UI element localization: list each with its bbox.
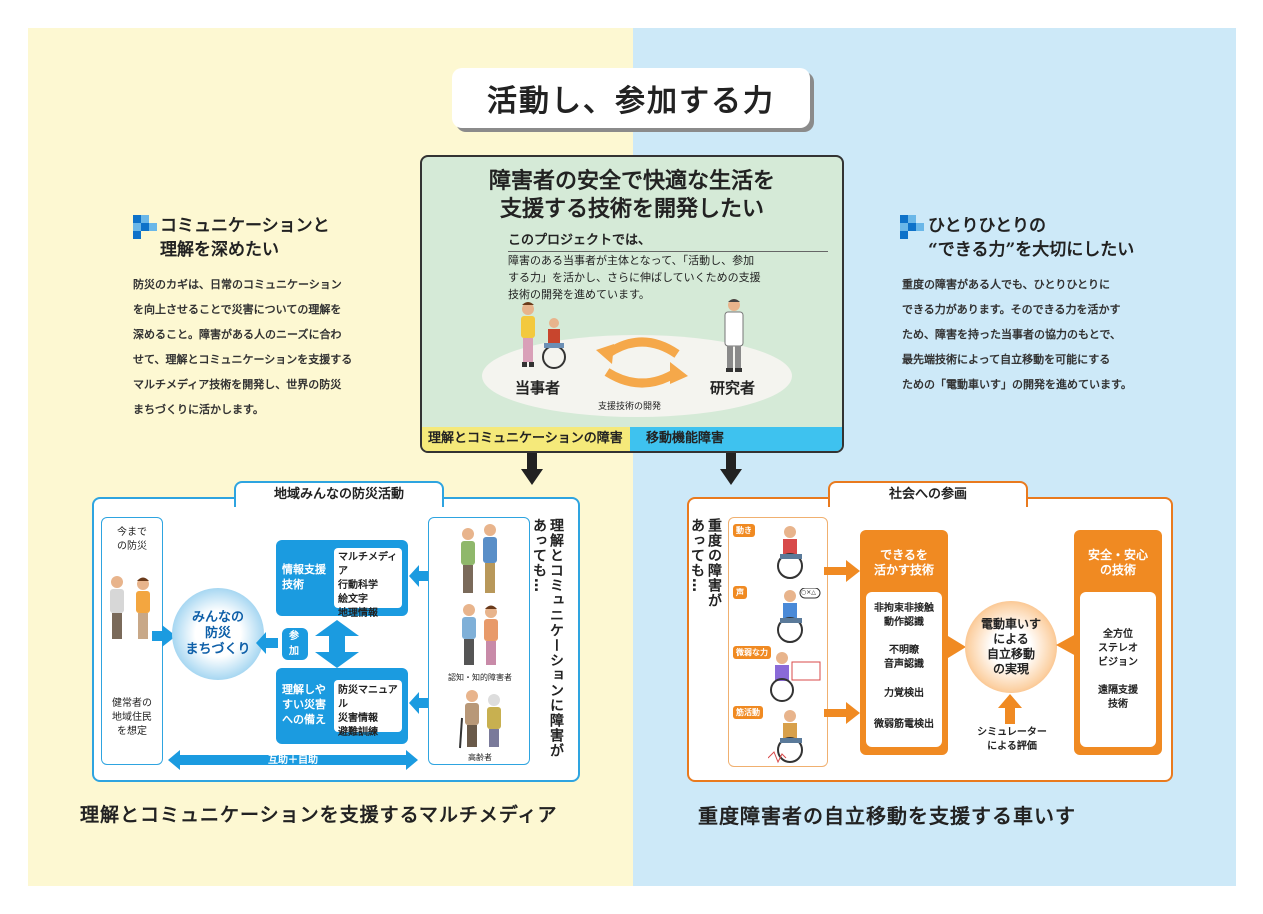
researcher-illustration <box>724 299 744 372</box>
center-panel: 障害者の安全で快適な生活を 支援する技術を開発したい このプロジェクトでは、 障… <box>420 155 844 453</box>
disability-column <box>428 517 530 765</box>
tag-voice: 声 <box>733 586 747 599</box>
page-title: 活動し、参加する力 <box>452 68 810 128</box>
tech-item: 遠隔支援 技術 <box>1098 685 1138 710</box>
arrow-right-icon <box>824 702 860 724</box>
arrow-left-icon <box>1056 634 1076 656</box>
stakeholder-label: 当事者 <box>515 379 561 397</box>
enabling-tech-list: 非拘束非接触 動作認識 不明瞭 音声認識 力覚検出 微弱筋電検出 <box>866 592 942 747</box>
center-title: 障害者の安全で快適な生活を 支援する技術を開発したい <box>488 168 775 222</box>
wheelchair-user-icon <box>770 652 821 702</box>
preparedness-items: 防災マニュアル 災害情報 避難訓練 <box>334 680 402 738</box>
vertical-severe: 重度の障害があっても… <box>689 518 722 608</box>
right-text: 重度の障害がある人でも、ひとりひとりに できる力があります。そのできる力を活かす… <box>902 278 1132 391</box>
vertical-communication: 理解とコミュニケーションに障害があっても… <box>531 518 564 758</box>
researcher-label: 研究者 <box>710 379 756 397</box>
participation-tab: 社会への参画 <box>828 481 1028 507</box>
join-label: 参 加 <box>289 631 299 657</box>
arrow-up-icon <box>998 694 1022 724</box>
center-description: 障害のある当事者が主体となって、「活動し、参加 する力」を活かし、さらに伸ばして… <box>508 254 761 301</box>
safety-tech-box: 安全・安心 の技術 全方位 ステレオ ビジョン 遠隔支援 技術 <box>1074 530 1162 755</box>
arrow-right-icon <box>824 560 860 582</box>
cycle-arrows-icon <box>596 337 688 388</box>
simulator-label: シミュレーター による評価 <box>977 727 1047 752</box>
tag-movement: 動き <box>733 524 755 537</box>
past-label: 今まで の防災 <box>117 527 147 552</box>
info-support-box: 情報支援 技術 マルチメディア 行動科学 絵文字 地理情報 <box>276 540 408 619</box>
residents-label: 健常者の 地域住民 を想定 <box>112 698 152 737</box>
wheelchair-user-icon <box>777 588 821 643</box>
development-label: 支援技術の開発 <box>598 402 662 412</box>
preparedness-label: 理解しや すい災害 への備え <box>282 683 326 726</box>
tech-item: 不明瞭 音声認識 <box>884 645 924 670</box>
arrow-down-icon <box>720 453 742 485</box>
caption-multimedia: 理解とコミュニケーションを支援するマルチメディア <box>80 804 558 826</box>
info-support-items: マルチメディア 行動科学 絵文字 地理情報 <box>334 548 402 619</box>
stakeholder-illustration <box>521 302 566 369</box>
tag-weak-force: 微弱な力 <box>733 646 771 659</box>
arrow-down-icon <box>521 453 543 485</box>
community-circle: みんなの 防災 まちづくり <box>172 588 264 680</box>
bullet-icon <box>133 215 157 239</box>
wheelchair-user-icon <box>777 526 803 579</box>
caption-wheelchair: 重度障害者の自立移動を支援する車いす <box>698 804 1076 828</box>
cognitive-label: 認知・知的障害者 <box>448 673 512 682</box>
multimedia-tab: 地域みんなの防災活動 <box>234 481 444 507</box>
preparedness-box: 理解しや すい災害 への備え 防災マニュアル 災害情報 避難訓練 <box>276 668 408 744</box>
residents-illustration <box>110 576 150 639</box>
tech-item: 非拘束非接触 動作認識 <box>874 603 934 628</box>
info-support-label: 情報支援 技術 <box>282 563 326 591</box>
double-arrow-icon <box>315 620 359 668</box>
arrow-right-icon <box>948 636 966 658</box>
tech-item: 力覚検出 <box>884 688 924 699</box>
ability-column <box>728 517 828 767</box>
center-subtitle: このプロジェクトでは、 <box>508 229 828 252</box>
elderly-illustration <box>459 690 501 749</box>
strip-communication: 理解とコミュニケーションの障害 <box>422 427 634 451</box>
mutual-label: 互助＋自助 <box>268 755 318 766</box>
enabling-tech-label: できるを 活かす技術 <box>873 548 934 577</box>
tech-item: 全方位 ステレオ ビジョン <box>1098 629 1138 668</box>
left-text: 防災のカギは、日常のコミュニケーション を向上させることで災害についての理解を … <box>133 278 353 416</box>
person-illustration <box>461 524 497 593</box>
arrow-right-icon <box>152 625 176 647</box>
bullet-icon <box>900 215 924 239</box>
strip-mobility: 移動機能障害 <box>630 427 842 451</box>
arrow-left-icon <box>409 565 431 587</box>
safety-tech-label: 安全・安心 の技術 <box>1087 548 1148 577</box>
right-heading: ひとりひとりの “できる力”を大切にしたい <box>928 216 1135 260</box>
tag-muscle: 筋活動 <box>733 706 763 719</box>
wheelchair-user-icon <box>768 710 803 764</box>
mutual-arrow-icon <box>168 750 418 770</box>
voice-bubble: ○×△ <box>801 589 816 596</box>
join-box: 参 加 <box>282 628 308 660</box>
enabling-tech-box: できるを 活かす技術 非拘束非接触 動作認識 不明瞭 音声認識 力覚検出 微弱筋… <box>860 530 948 755</box>
arrow-left-icon <box>256 632 278 654</box>
wheelchair-circle: 電動車いす による 自立移動 の実現 <box>965 601 1057 693</box>
left-heading: コミュニケーションと 理解を深めたい <box>160 216 330 260</box>
elderly-label: 高齢者 <box>468 753 492 762</box>
arrow-left-icon <box>409 692 431 714</box>
person-illustration <box>462 604 498 665</box>
tech-item: 微弱筋電検出 <box>874 719 934 730</box>
safety-tech-list: 全方位 ステレオ ビジョン 遠隔支援 技術 <box>1080 592 1156 747</box>
